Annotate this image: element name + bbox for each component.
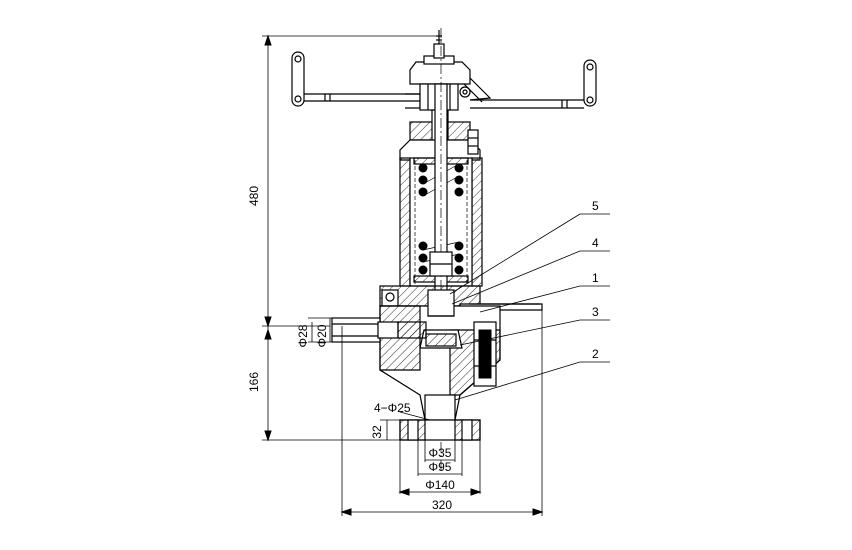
- dim-bolt-holes: 4−Φ25: [374, 401, 411, 415]
- valve-body: [331, 285, 543, 441]
- dimension-lines: [262, 34, 544, 516]
- dim-raised-face-dia: Φ95: [429, 460, 452, 474]
- dim-base-height: 166: [247, 372, 261, 392]
- part-leaders: [449, 213, 610, 401]
- dim-side-outer-dia: Φ28: [296, 324, 310, 347]
- dim-flange-thickness: 32: [370, 425, 384, 439]
- spring: [418, 163, 464, 275]
- dim-overall-height: 480: [247, 186, 261, 206]
- dim-overall-width: 320: [432, 498, 452, 512]
- part-number-4: 4: [592, 236, 599, 250]
- part-number-3: 3: [592, 305, 599, 319]
- part-number-2: 2: [592, 347, 599, 361]
- dim-side-inner-dia: Φ20: [315, 324, 329, 347]
- part-number-1: 1: [592, 271, 599, 285]
- dim-bolt-circle-dia: Φ140: [425, 478, 455, 492]
- dim-bore-dia: Φ35: [429, 446, 452, 460]
- part-number-5: 5: [592, 199, 599, 213]
